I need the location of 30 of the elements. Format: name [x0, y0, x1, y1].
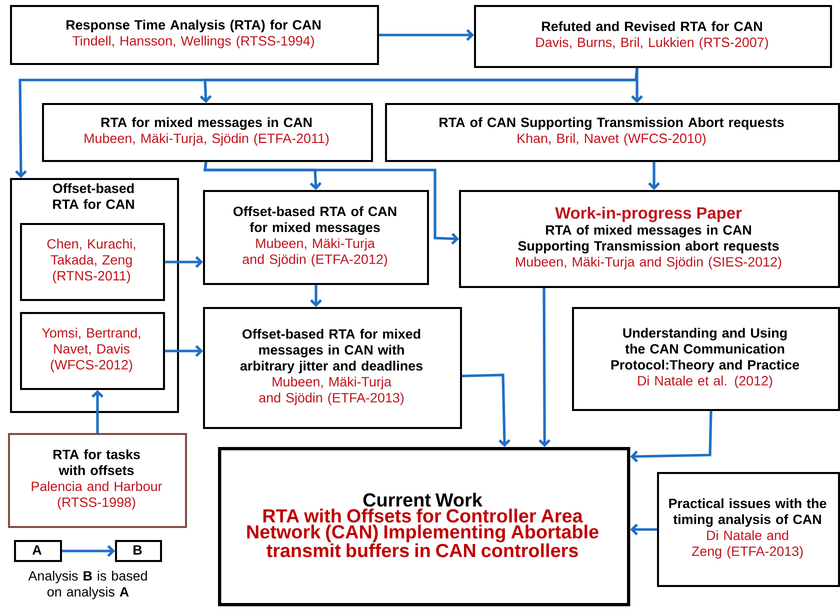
reference-box: Offset-based RTA of CAN for mixed messages Mubeen, Mäki-Turja and Sjödin (ETFA-2012): [203, 190, 429, 285]
reference-box: Refuted and Revised RTA for CAN Davis, Burns, Bril, Lukkien (RTS-2007): [474, 5, 832, 68]
arrow: [92, 390, 104, 433]
reference-box: Offset-based RTA for mixed messages in CAN with arbitrary jitter and deadlines Mubeen, Mäki-Turja and Sjödin (ETFA-2013): [203, 307, 462, 429]
arrow: [165, 256, 203, 268]
reference-box: Understanding and Using the CAN Communication Protocol:Theory and Practice Di Natale et al. (2012): [572, 307, 840, 411]
reference-box: Response Time Analysis (RTA) for CAN Tindell, Hansson, Wellings (RTSS-1994): [10, 5, 379, 65]
arrow: [648, 162, 660, 190]
reference-box: Practical issues with the timing analysis of CAN Di Natale and Zeng (ETFA-2013): [657, 472, 840, 587]
arrow: [630, 410, 712, 462]
arrow: [630, 524, 657, 536]
reference-box: RTA of CAN Supporting Transmission Abort requests Khan, Bril, Navet (WFCS-2010): [385, 103, 840, 162]
arrow: [204, 162, 459, 245]
arrow: [165, 345, 203, 357]
arrow: [379, 29, 474, 41]
reference-box: RTA for mixed messages in CAN Mubeen, Mäki-Turja, Sjödin (ETFA-2011): [42, 103, 373, 162]
reference-box: RTA for tasks with offsets Palencia and Harbour (RTSS-1998): [8, 433, 187, 528]
arrow: [62, 545, 115, 557]
reference-box: Yomsi, Bertrand, Navet, Davis (WFCS-2012): [20, 312, 165, 390]
arrow: [631, 68, 643, 103]
legend-box: A: [14, 540, 62, 562]
current-work-box: Current Work RTA with Offsets for Controller Area Network (CAN) Implementing Abortable transmit buffers in CAN controllers: [218, 447, 630, 606]
arrow: [15, 68, 638, 178]
reference-box: Work-in-progress Paper RTA of mixed messages in CAN Supporting Transmission abort requests Mubeen, Mäki-Turja and Sjödin (SIES-2012): [459, 190, 840, 288]
arrow: [310, 285, 322, 307]
legend-box: B: [115, 540, 162, 562]
legend-note: Analysis B is based on analysis A: [28, 570, 147, 600]
arrow: [538, 288, 550, 447]
arrow: [462, 374, 510, 447]
reference-box: Chen, Kurachi, Takada, Zeng (RTNS-2011): [20, 223, 165, 301]
